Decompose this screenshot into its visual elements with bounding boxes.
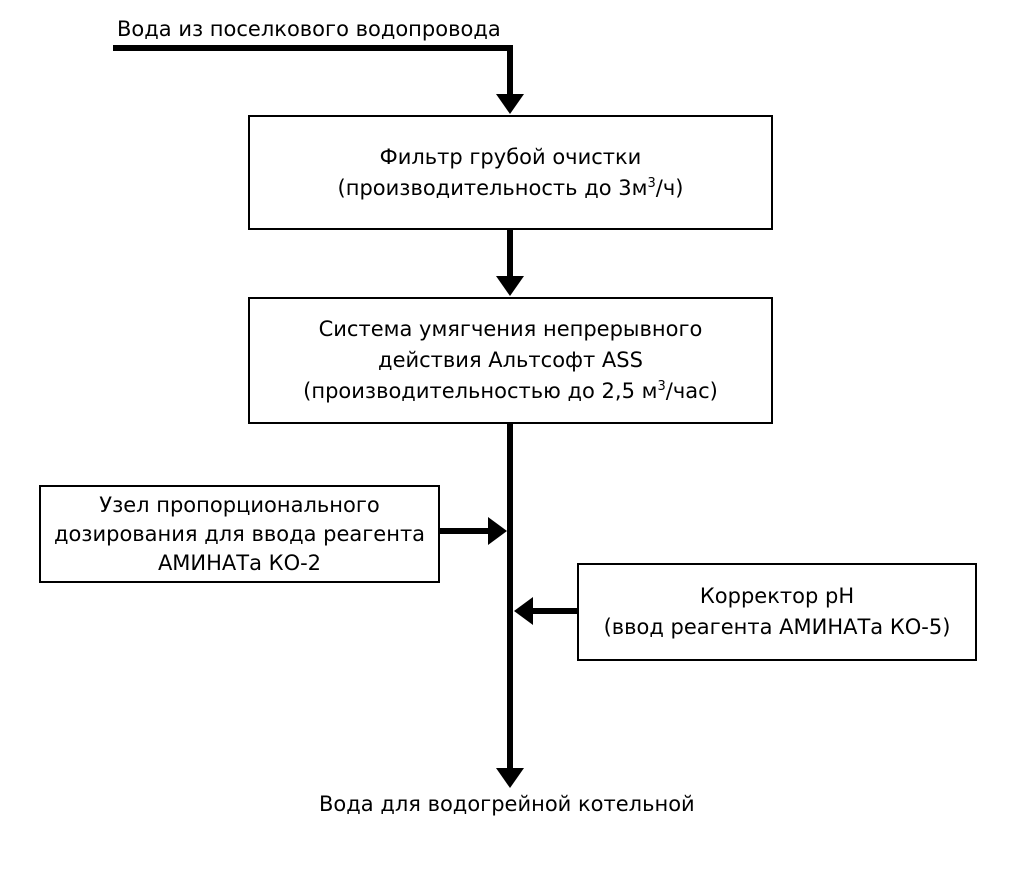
- dosing-purpose: дозирования для ввода реагента: [53, 521, 426, 546]
- dosing-unit-box: Узел пропорционального дозирования для в…: [39, 485, 440, 583]
- input-label: Вода из поселкового водопровода: [117, 17, 501, 41]
- arrow-to-filter: [496, 94, 524, 114]
- softener-model: действия Альтсофт ASS: [378, 348, 643, 372]
- softener-capacity: (производительностью до 2,5 м3/час): [303, 379, 718, 403]
- ph-corrector-title: Корректор рН: [699, 584, 855, 608]
- dosing-title: Узел пропорционального: [99, 492, 380, 517]
- filter-title: Фильтр грубой очистки: [379, 144, 642, 169]
- output-label: Вода для водогрейной котельной: [319, 792, 695, 816]
- input-connector: [113, 45, 513, 96]
- ph-corrector-box: Корректор рН (ввод реагента АМИНАТа КО-5…: [577, 563, 977, 661]
- arrow-to-output: [496, 768, 524, 788]
- dosing-reagent: АМИНАТа КО-2: [157, 550, 322, 575]
- arrow-dosing-in: [488, 517, 507, 545]
- arrow-to-softener: [496, 276, 524, 296]
- softener-title: Система умягчения непрерывного: [318, 317, 703, 341]
- ph-corrector-reagent: (ввод реагента АМИНАТа КО-5): [603, 615, 951, 639]
- softener-box: Система умягчения непрерывного действия …: [248, 297, 773, 424]
- arrow-ph-in: [514, 597, 533, 625]
- filter-capacity: (производительность до 3м3/ч): [337, 175, 684, 200]
- filter-box: Фильтр грубой очистки (производительност…: [248, 115, 773, 230]
